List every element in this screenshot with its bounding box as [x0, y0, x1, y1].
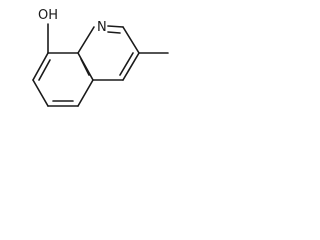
- double-bond-c3-c4: [119, 52, 134, 76]
- structure-diagram: OH N: [32, 8, 169, 107]
- bond-c8a-n1: [77, 26, 95, 54]
- benzene-ring: [32, 52, 94, 107]
- bond-c2-c3: [122, 26, 140, 54]
- double-bond-c7-c8: [38, 59, 51, 81]
- double-bond-n1-c2: [107, 31, 121, 34]
- hydroxyl-label: OH: [38, 8, 58, 23]
- bond-c7-c8: [32, 52, 49, 81]
- bond-c6-c7: [32, 79, 49, 107]
- double-bond-c8a-c4a: [80, 58, 90, 76]
- nitrogen-label: N: [97, 20, 107, 35]
- bond-c4a-c5: [77, 79, 94, 107]
- pyridine-ring: [77, 25, 140, 81]
- bond-c3-c4: [122, 52, 140, 81]
- bond-n1-c2: [107, 25, 124, 28]
